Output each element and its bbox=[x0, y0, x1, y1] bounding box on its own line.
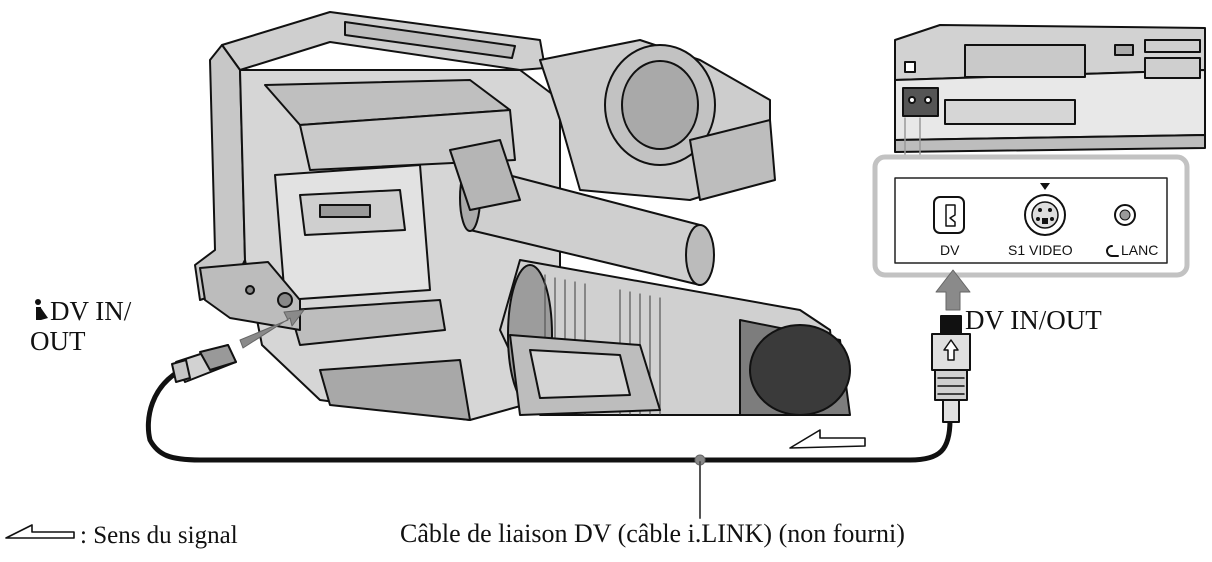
camcorder bbox=[194, 11, 851, 421]
panel-s1-video-label: S1 VIDEO bbox=[1008, 242, 1073, 258]
cable-label: Câble de liaison DV (câble i.LINK) (non … bbox=[400, 519, 905, 548]
connect-arrow-vcr bbox=[935, 269, 971, 311]
signal-direction-arrow-icon bbox=[789, 429, 866, 449]
dv-plug-vcr bbox=[931, 315, 971, 423]
panel-dv-label: DV bbox=[940, 242, 960, 258]
i-link-icon bbox=[35, 299, 48, 320]
dv-port bbox=[933, 196, 965, 234]
legend-text: : Sens du signal bbox=[80, 522, 238, 549]
lanc-icon bbox=[1106, 245, 1119, 257]
connect-arrow-camera bbox=[239, 309, 305, 349]
dv-plug-camera bbox=[171, 344, 237, 383]
camera-port-label-line1: DV IN/ bbox=[50, 296, 132, 326]
legend-arrow-icon bbox=[5, 524, 75, 539]
dv-cable bbox=[145, 315, 971, 519]
vcr-port-label: DV IN/OUT bbox=[965, 305, 1102, 335]
panel-lanc-label: LANC bbox=[1121, 242, 1159, 258]
vcr bbox=[894, 24, 1206, 153]
camera-port-label-line2: OUT bbox=[30, 326, 86, 356]
vcr-connector-panel bbox=[872, 154, 1190, 278]
